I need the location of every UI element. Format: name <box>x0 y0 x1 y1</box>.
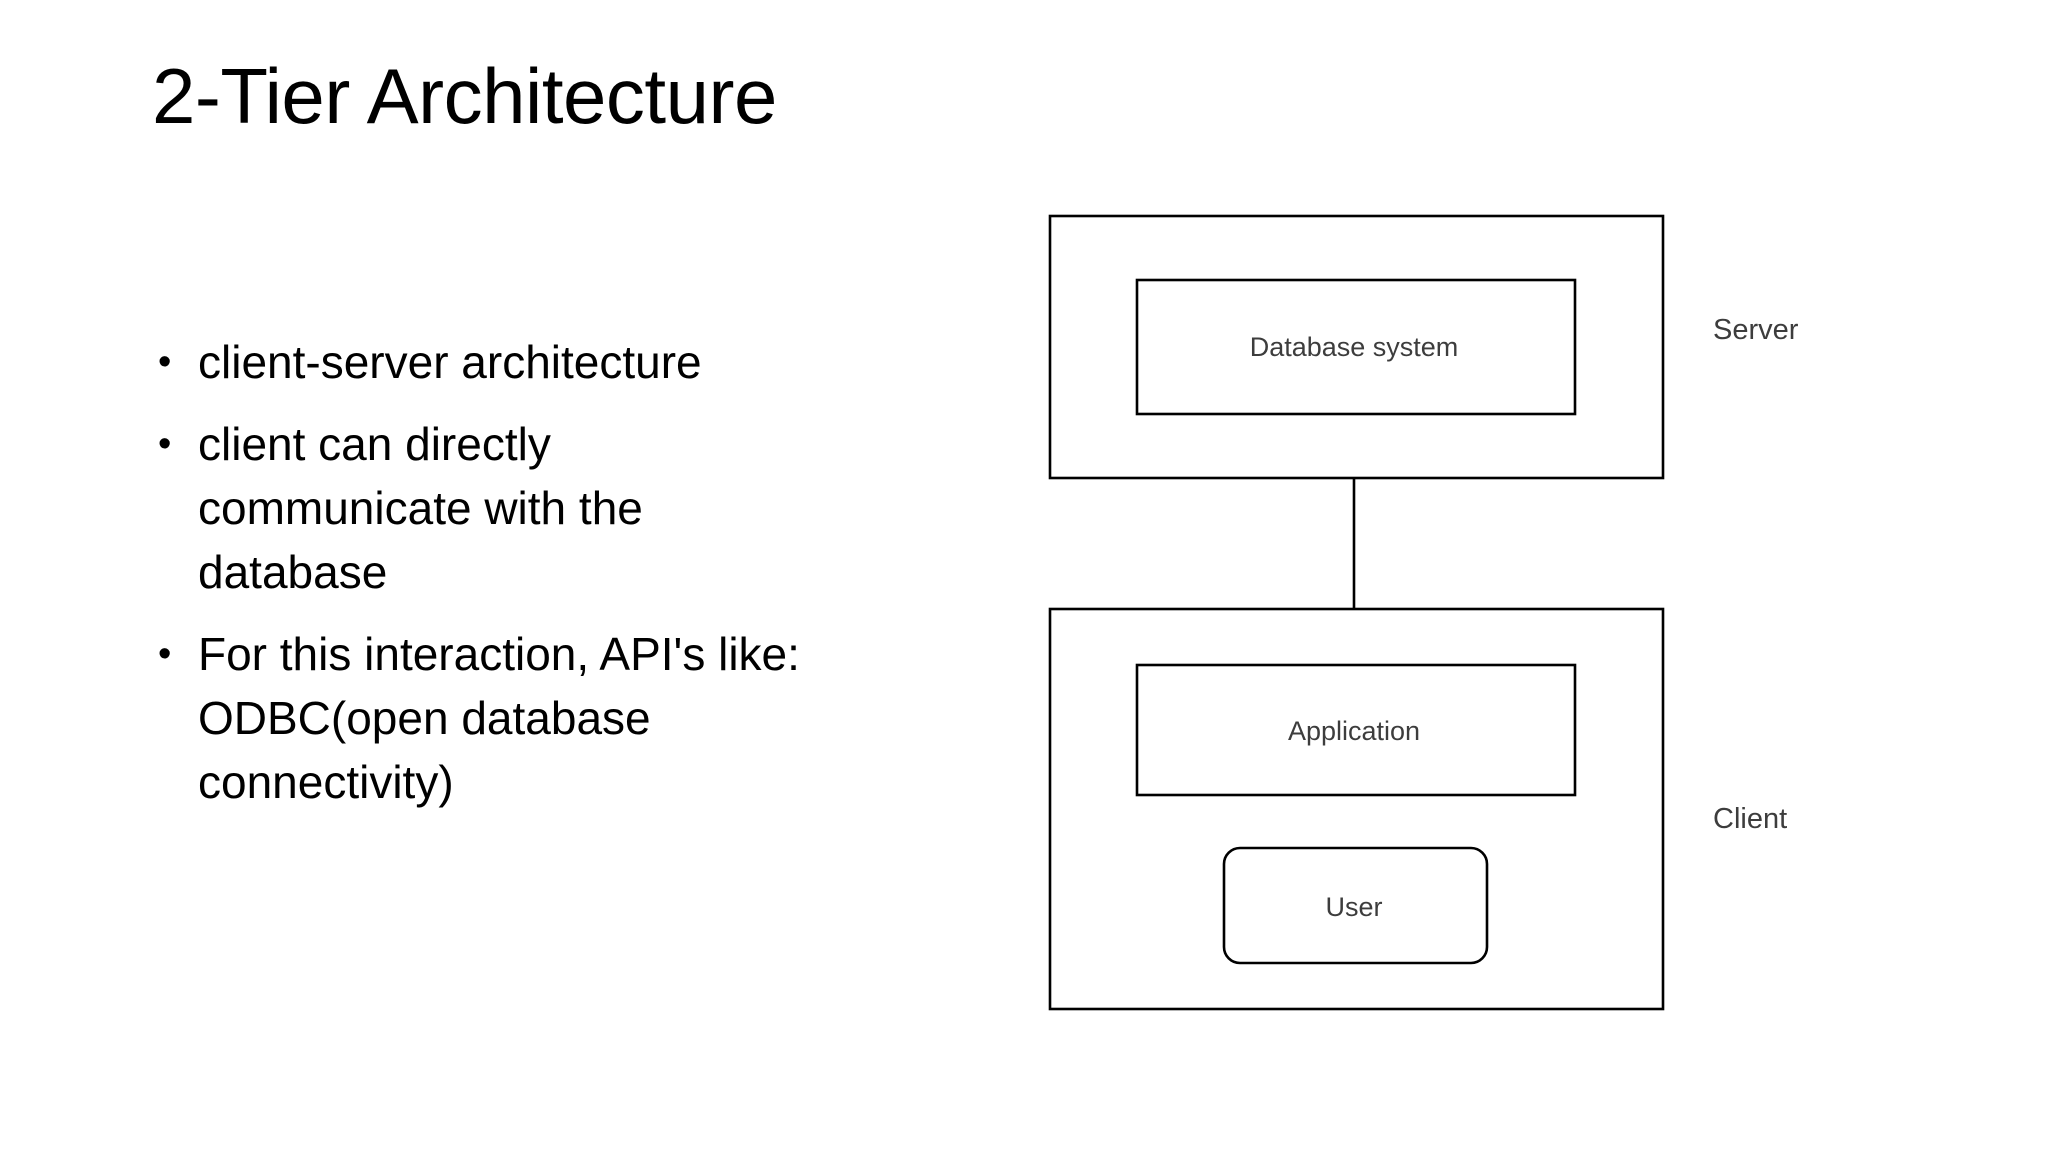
node-label-application: Application <box>1288 716 1420 746</box>
tier-label-server: Server <box>1713 314 1799 346</box>
tier-label-client: Client <box>1713 803 1787 835</box>
bullet-list: client-server architecture client can di… <box>150 330 830 832</box>
list-item: client-server architecture <box>150 330 830 394</box>
list-item: For this interaction, API's like: ODBC(o… <box>150 622 830 814</box>
node-label-database-system: Database system <box>1250 332 1459 362</box>
node-application <box>1135 663 1577 797</box>
node-user <box>1222 846 1489 965</box>
node-database-system <box>1135 278 1577 416</box>
architecture-diagram: Database system Server Application User … <box>1030 190 2010 1050</box>
page-title: 2-Tier Architecture <box>152 52 777 140</box>
list-item: client can directly communicate with the… <box>150 412 830 604</box>
node-label-user: User <box>1325 892 1382 922</box>
